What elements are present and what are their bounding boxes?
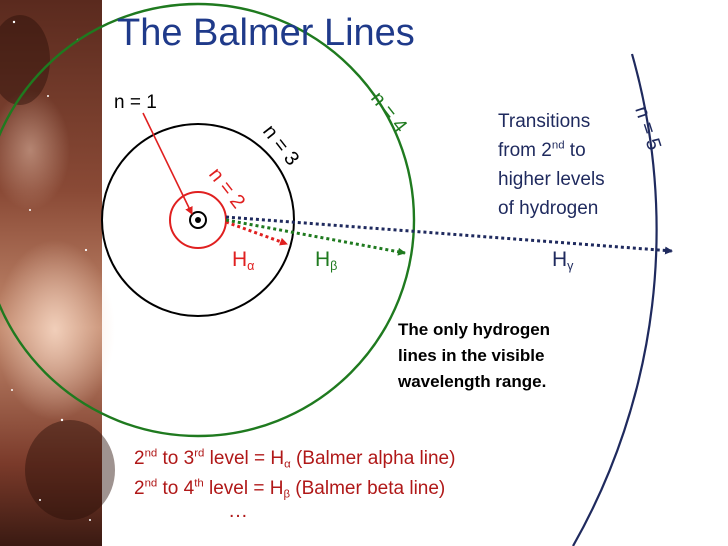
note-line-2-sup: nd (551, 139, 565, 152)
note-line-2-a: from 2 (498, 140, 552, 161)
h-alpha-label: Hα (232, 248, 254, 272)
emphasis-line-2: lines in the visible (398, 346, 545, 365)
page-title: The Balmer Lines (117, 12, 415, 54)
orbit-n4 (0, 2, 416, 438)
emphasis-line-3: wavelength range. (398, 372, 547, 391)
level-line-beta: 2nd to 4th level = Hβ (Balmer beta line) (134, 478, 445, 500)
level-alpha-a-sup: nd (144, 447, 158, 460)
level-beta-d: (Balmer beta line) (290, 478, 446, 499)
h-beta-label: Hβ (315, 248, 337, 272)
note-line-4: of hydrogen (498, 198, 599, 219)
level-alpha-c-sub: α (284, 458, 291, 471)
nucleus-label: n = 1 (114, 92, 157, 113)
ellipsis: … (228, 500, 248, 522)
h-alpha-arrow (225, 220, 288, 246)
note-line-3: higher levels (498, 169, 605, 190)
orbit-label-n3: n = 3 (258, 121, 303, 170)
nucleus-icon (189, 211, 207, 229)
h-gamma-arrow (225, 215, 673, 255)
nebula-strip (0, 0, 115, 546)
orbit-label-n4: n = 4 (366, 88, 411, 137)
note-line-2: from 2nd to (498, 140, 586, 162)
level-alpha-c: level = H (204, 448, 285, 469)
note-line-2-b: to (564, 140, 586, 161)
level-beta-c-sub: β (283, 488, 291, 501)
note-line-1: Transitions (498, 111, 591, 132)
emphasis-line-1: The only hydrogen (398, 320, 551, 339)
h-beta-base: H (315, 248, 331, 271)
orbit-n5 (572, 53, 658, 546)
h-beta-arrow (225, 218, 406, 256)
h-gamma-base: H (552, 248, 568, 271)
level-alpha-d: (Balmer alpha line) (290, 448, 456, 469)
level-alpha-a: 2 (134, 448, 145, 469)
orbit-label-n5: n = 5 (630, 103, 665, 153)
level-beta-mid: to 4 (157, 478, 195, 499)
level-alpha-b-sup: rd (194, 447, 205, 460)
h-beta-sub: β (330, 258, 338, 273)
n1-pointer-arrow (142, 112, 193, 215)
orbit-n3 (101, 123, 295, 317)
h-alpha-base: H (232, 248, 248, 271)
orbit-label-n2: n = 2 (204, 164, 249, 213)
level-alpha-mid: to 3 (157, 448, 195, 469)
h-alpha-sub: α (247, 258, 255, 273)
level-beta-a-sup: nd (144, 477, 158, 490)
level-beta-a: 2 (134, 478, 145, 499)
h-gamma-sub: γ (567, 258, 574, 273)
level-beta-b-sup: th (194, 477, 204, 490)
h-gamma-label: Hγ (552, 248, 573, 272)
level-line-alpha: 2nd to 3rd level = Hα (Balmer alpha line… (134, 448, 455, 470)
level-beta-c: level = H (203, 478, 284, 499)
